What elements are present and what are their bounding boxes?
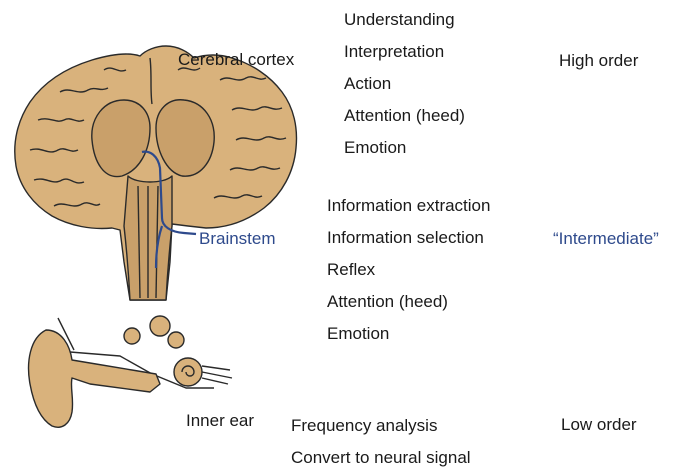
ear-function-item: Frequency analysis [291, 416, 471, 448]
brainstem-function-item: Information selection [327, 228, 490, 260]
ear-function-item: Convert to neural signal [291, 448, 471, 470]
low-order-label: Low order [561, 415, 637, 435]
cortex-function-item: Attention (heed) [344, 106, 465, 138]
cochlea [174, 358, 202, 386]
cortex-functions-list: Understanding Interpretation Action Atte… [344, 10, 465, 170]
brainstem-function-item: Emotion [327, 324, 490, 356]
semicircular-canals [124, 316, 184, 348]
cortex-function-item: Emotion [344, 138, 465, 170]
inner-ear-label: Inner ear [186, 411, 254, 431]
high-order-label: High order [559, 51, 638, 71]
auditory-nerve [202, 366, 232, 384]
outer-ear [29, 330, 160, 427]
intermediate-order-label: “Intermediate” [553, 229, 659, 249]
cortex-function-item: Understanding [344, 10, 465, 42]
brainstem-function-item: Attention (heed) [327, 292, 490, 324]
brainstem-function-item: Information extraction [327, 196, 490, 228]
brainstem-label: Brainstem [199, 229, 276, 249]
brainstem-function-item: Reflex [327, 260, 490, 292]
ear-functions-list: Frequency analysis Convert to neural sig… [291, 416, 471, 470]
cortex-function-item: Interpretation [344, 42, 465, 74]
brainstem-functions-list: Information extraction Information selec… [327, 196, 490, 356]
cortex-function-item: Action [344, 74, 465, 106]
cerebral-cortex-label: Cerebral cortex [178, 50, 294, 70]
